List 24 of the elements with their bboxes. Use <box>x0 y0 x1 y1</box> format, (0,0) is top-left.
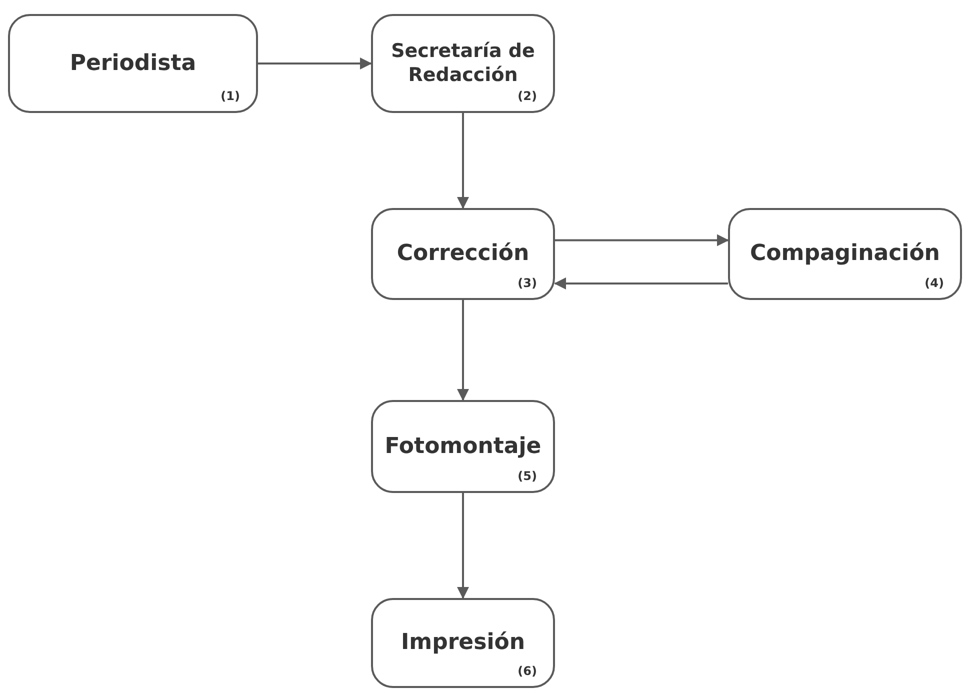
process-box <box>8 14 258 113</box>
step-number: (4) <box>924 275 944 292</box>
arrow <box>457 493 469 599</box>
process-box <box>371 598 555 688</box>
step-number: (5) <box>518 468 537 485</box>
step-name: Secretaría de Redacción <box>390 40 536 88</box>
process-box <box>371 208 555 300</box>
arrow <box>258 58 372 70</box>
step-number: (2) <box>518 88 537 105</box>
arrow <box>457 300 469 401</box>
arrow <box>554 277 728 290</box>
process-box <box>728 208 962 300</box>
arrow <box>457 113 469 209</box>
step-name: Periodista <box>68 50 198 78</box>
step-number: (3) <box>518 275 537 292</box>
step-name: Fotomontaje <box>384 432 542 460</box>
arrow <box>555 234 729 246</box>
step-name: Impresión <box>400 629 526 657</box>
step-name: Compaginación <box>749 240 941 268</box>
process-box <box>371 14 555 113</box>
step-number: (6) <box>518 663 537 680</box>
step-name: Corrección <box>396 240 530 268</box>
step-number: (1) <box>220 88 240 105</box>
process-box <box>371 400 555 493</box>
